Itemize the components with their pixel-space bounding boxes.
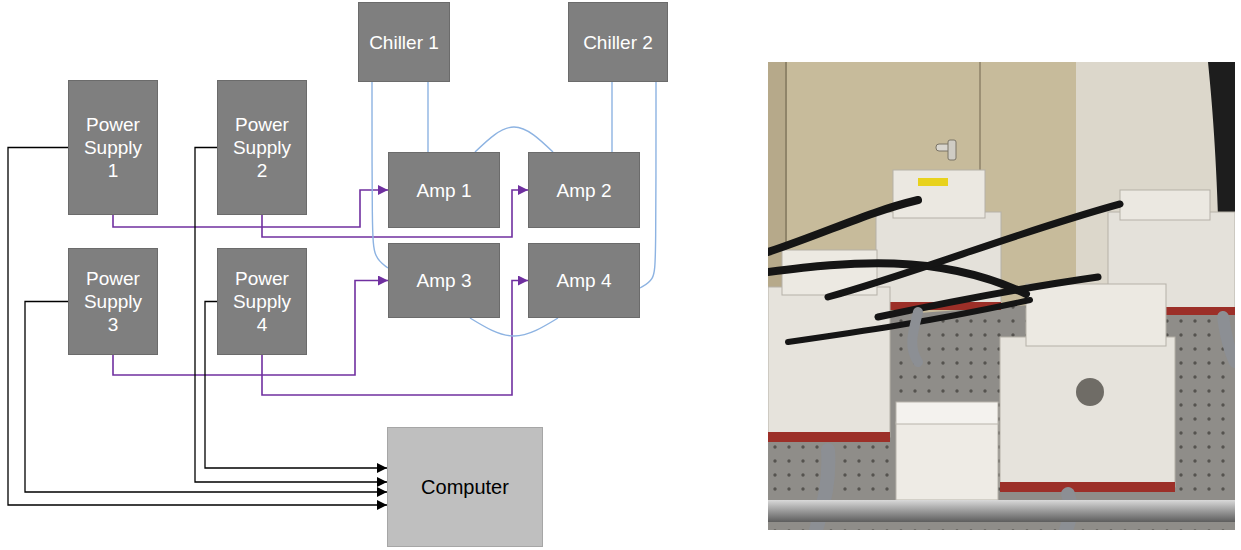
chiller-box: Chiller 1	[358, 2, 450, 82]
amplifier-front-left	[768, 287, 890, 437]
amplifier-front-right	[1000, 337, 1175, 487]
amplifier-back-left	[893, 170, 985, 218]
connector	[611, 82, 612, 152]
box-label: Power Supply 4	[228, 267, 296, 336]
small-box	[896, 422, 998, 500]
computer-box: Computer	[387, 427, 543, 547]
power-supply-box: Power Supply 4	[217, 248, 307, 355]
connector	[372, 82, 388, 268]
wall	[948, 140, 956, 160]
amplifier-front-right	[1076, 378, 1104, 406]
connector	[470, 318, 558, 336]
amplifier-box: Amp 4	[528, 243, 640, 318]
amplifier-box: Amp 2	[528, 152, 640, 228]
amplifier-box: Amp 1	[388, 152, 500, 228]
connector	[427, 82, 428, 152]
box-label: Amp 3	[417, 269, 472, 292]
box-label: Chiller 1	[369, 31, 439, 54]
box-label: Power Supply 1	[79, 113, 147, 182]
amplifier-back-right	[1120, 190, 1210, 220]
hoses	[912, 312, 918, 362]
amplifier-front-left	[768, 432, 890, 442]
amplifier-back-left	[918, 178, 948, 186]
box-label: Power Supply 2	[228, 113, 296, 182]
amplifier-back-left	[876, 170, 1001, 310]
power-supply-box: Power Supply 1	[68, 80, 158, 215]
small-box	[896, 402, 998, 500]
power-supply-box: Power Supply 3	[68, 248, 158, 355]
cables	[768, 200, 918, 252]
small-box	[896, 402, 998, 424]
amplifier-front-right	[1000, 284, 1175, 492]
metal-rod	[768, 500, 1235, 522]
amplifier-front-right	[1026, 284, 1166, 346]
chiller-box: Chiller 2	[568, 2, 668, 82]
lab-photo	[768, 62, 1235, 530]
connector	[475, 127, 553, 152]
amplifier-front-right	[1000, 482, 1175, 492]
box-label: Amp 1	[417, 179, 472, 202]
box-label: Chiller 2	[583, 31, 653, 54]
connector	[8, 148, 387, 506]
metal-rod	[768, 500, 1235, 522]
connector	[640, 82, 656, 288]
amplifier-front-left	[768, 250, 890, 442]
hoses	[1223, 317, 1235, 362]
box-label: Power Supply 3	[79, 267, 147, 336]
box-label: Computer	[421, 476, 509, 499]
hoses	[816, 312, 1235, 530]
power-supply-box: Power Supply 2	[217, 80, 307, 215]
cables	[768, 200, 1120, 342]
box-label: Amp 4	[557, 269, 612, 292]
box-label: Amp 2	[557, 179, 612, 202]
amplifier-box: Amp 3	[388, 243, 500, 318]
